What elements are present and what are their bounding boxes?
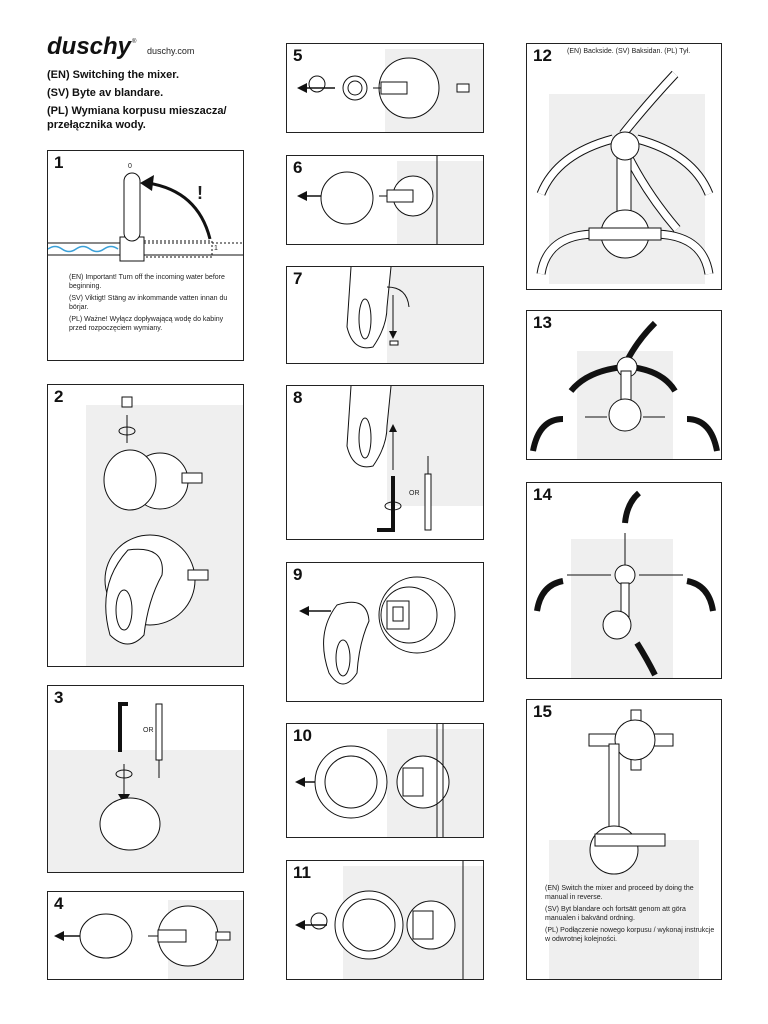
step-3-number: 3: [54, 688, 64, 707]
step-15-number: 15: [533, 702, 552, 721]
step-9-number: 9: [293, 565, 303, 584]
unscrew-nut-illustration: [295, 861, 464, 979]
title-sv: (SV) Byte av blandare.: [47, 87, 164, 99]
step-11-number: 11: [293, 863, 311, 882]
step-15-panel: 15 (EN) Switch the mixer and proceed by …: [526, 699, 722, 980]
step-9-panel: 9: [286, 562, 484, 702]
step-5-panel: 5: [286, 43, 484, 133]
new-mixer-body-illustration: [588, 709, 674, 875]
or-label: OR: [409, 490, 420, 497]
remove-sleeve-illustration: [295, 724, 450, 837]
step-7-panel: 7: [286, 266, 484, 364]
step-4-number: 4: [54, 894, 64, 913]
or-label: OR: [143, 727, 154, 734]
duschy-logo: duschy ®: [47, 34, 137, 60]
step-1-text: (EN) Important! Turn off the incoming wa…: [69, 274, 239, 337]
website-link[interactable]: duschy.com: [147, 46, 195, 56]
step-15-text: (EN) Switch the mixer and proceed by doi…: [545, 885, 717, 948]
handle-cap-removal-illustration: [103, 396, 209, 645]
step-14-panel: 14: [526, 482, 722, 679]
remove-rosette-illustration: [297, 156, 438, 244]
step-15-text-en: (EN) Switch the mixer and proceed by doi…: [545, 885, 694, 901]
step-14-number: 14: [533, 485, 552, 504]
water-valve-illustration: [48, 172, 243, 262]
step-2-panel: 2: [47, 384, 244, 667]
step-13-number: 13: [533, 313, 552, 332]
svg-text:duschy: duschy: [47, 34, 133, 60]
position-0-label: 0: [128, 163, 132, 170]
step-4-panel: 4: [47, 891, 244, 980]
loosen-screw-illustration: [346, 386, 432, 532]
disconnect-hoses-illustration: [530, 320, 720, 452]
remove-cap-illustration: [54, 905, 231, 967]
step-10-panel: 10: [286, 723, 484, 838]
step-6-panel: 6: [286, 155, 484, 245]
step-8-number: 8: [293, 388, 303, 407]
title-pl-line2: przełącznika wody.: [47, 119, 146, 131]
step-1-panel: 1 0 1 ! (EN) Important! Turn off the inc…: [47, 150, 244, 361]
exploded-mixer-illustration: [534, 490, 716, 677]
mixer-backside-illustration: [536, 70, 714, 275]
hex-key-tool-illustration: [99, 702, 163, 851]
step-1-text-pl: (PL) Ważne! Wyłącz dopływającą wodę do k…: [69, 316, 224, 332]
remove-screw-illustration: [346, 267, 410, 349]
svg-text:®: ®: [132, 38, 137, 45]
title-en: (EN) Switching the mixer.: [47, 69, 180, 81]
step-12-panel: 12 (EN) Backside. (SV) Baksidan. (PL) Ty…: [526, 43, 722, 290]
step-6-number: 6: [293, 158, 303, 177]
title-pl-line1: (PL) Wymiana korpusu mieszacza/: [47, 105, 227, 117]
step-12-number: 12: [533, 46, 552, 65]
remove-ring-illustration: [297, 57, 470, 119]
step-2-number: 2: [54, 387, 64, 406]
step-11-panel: 11: [286, 860, 484, 980]
step-13-panel: 13: [526, 310, 722, 460]
backside-caption: (EN) Backside. (SV) Baksidan. (PL) Tył.: [567, 48, 691, 55]
remove-handle-illustration: [299, 576, 456, 685]
step-5-number: 5: [293, 46, 303, 65]
step-1-number: 1: [54, 153, 64, 172]
step-1-text-sv: (SV) Viktigt! Stäng av inkommande vatten…: [69, 295, 228, 311]
step-3-panel: 3 OR: [47, 685, 244, 873]
warning-mark: !: [197, 183, 203, 203]
position-1-label: 1: [214, 245, 218, 252]
step-1-text-en: (EN) Important! Turn off the incoming wa…: [69, 274, 225, 290]
step-7-number: 7: [293, 269, 303, 288]
step-15-text-sv: (SV) Byt blandare och fortsätt genom att…: [545, 906, 686, 922]
step-8-panel: 8 OR: [286, 385, 484, 540]
step-10-number: 10: [293, 726, 312, 745]
step-15-text-pl: (PL) Podłączenie nowego korpusu / wykona…: [545, 927, 715, 943]
